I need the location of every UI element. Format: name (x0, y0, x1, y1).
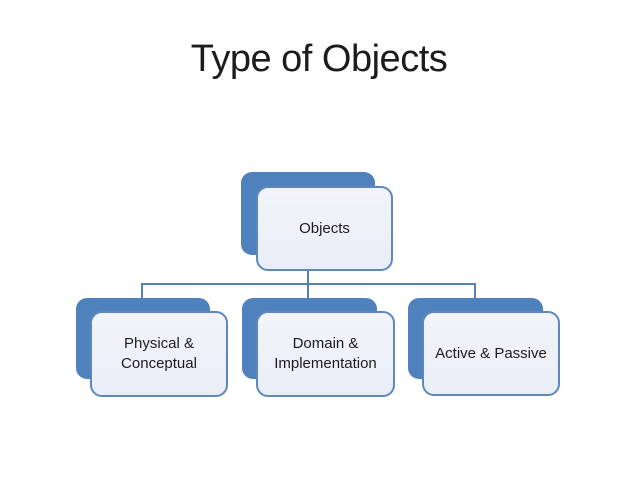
node-domain-implementation-label: Domain & Implementation (274, 335, 377, 372)
node-active-passive-label: Active & Passive (435, 344, 547, 362)
node-domain-implementation-box: Domain & Implementation (256, 311, 395, 397)
connector-left-vertical (141, 283, 143, 298)
node-objects-label: Objects (299, 219, 350, 237)
node-objects-box: Objects (256, 186, 393, 271)
connector-right-vertical (474, 283, 476, 298)
node-physical-conceptual-label: Physical & Conceptual (121, 335, 197, 372)
connector-horizontal-bar (141, 283, 476, 285)
node-active-passive-box: Active & Passive (422, 311, 560, 396)
node-physical-conceptual-box: Physical & Conceptual (90, 311, 228, 397)
slide-title: Type of Objects (190, 38, 448, 80)
